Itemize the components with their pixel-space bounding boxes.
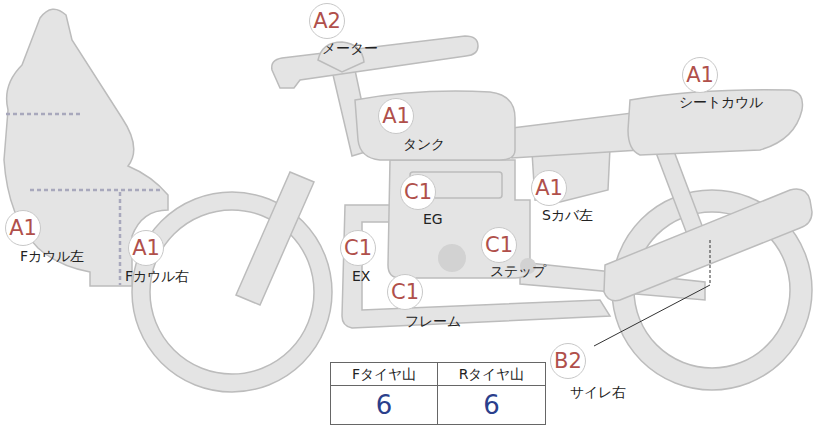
callout-number: A2 xyxy=(309,3,345,39)
front-fairing xyxy=(4,9,168,286)
table-rule xyxy=(437,363,438,425)
callout-number: A1 xyxy=(378,98,414,134)
part-name: メーター xyxy=(322,40,378,57)
part-name: EG xyxy=(423,211,443,228)
callout-number: C1 xyxy=(387,274,423,310)
part-name: Sカバ左 xyxy=(542,207,593,224)
part-name: タンク xyxy=(403,136,445,153)
part-name: サイレ右 xyxy=(570,384,626,401)
leader-dashed xyxy=(710,240,711,285)
callout-number: B2 xyxy=(550,343,586,379)
table-header-cell: Fタイヤ山 xyxy=(331,363,437,385)
callout-number: A1 xyxy=(128,230,164,266)
fairing-divider xyxy=(6,113,82,116)
fairing-divider xyxy=(30,189,160,192)
front-fork xyxy=(236,172,314,305)
callout-number: C1 xyxy=(481,227,517,263)
muffler xyxy=(604,189,812,301)
seat-cowl xyxy=(628,90,803,155)
tire-table xyxy=(331,363,546,425)
callout-number: A1 xyxy=(5,210,41,246)
handlebar xyxy=(272,36,478,88)
callout-number: A1 xyxy=(531,170,567,206)
part-name: EX xyxy=(352,268,370,285)
part-name: Fカウル左 xyxy=(20,248,84,265)
table-cell-number: 6 xyxy=(331,387,437,423)
fairing-divider xyxy=(119,192,122,285)
fuel-tank xyxy=(355,91,515,160)
callout-number: A1 xyxy=(682,57,718,93)
engine xyxy=(388,160,530,278)
part-name: ステップ xyxy=(490,263,546,280)
part-name: シートカウル xyxy=(679,94,763,111)
callout-number: C1 xyxy=(340,230,376,266)
leader-line xyxy=(594,285,710,346)
seat xyxy=(512,112,640,158)
part-name: Fカウル右 xyxy=(125,268,189,285)
callout-number: C1 xyxy=(400,174,436,210)
table-header-cell: Rタイヤ山 xyxy=(438,363,545,385)
engine-cover xyxy=(438,244,466,272)
part-name: フレーム xyxy=(405,313,461,330)
front-wheel xyxy=(132,192,332,392)
table-cell-number: 6 xyxy=(438,387,545,423)
